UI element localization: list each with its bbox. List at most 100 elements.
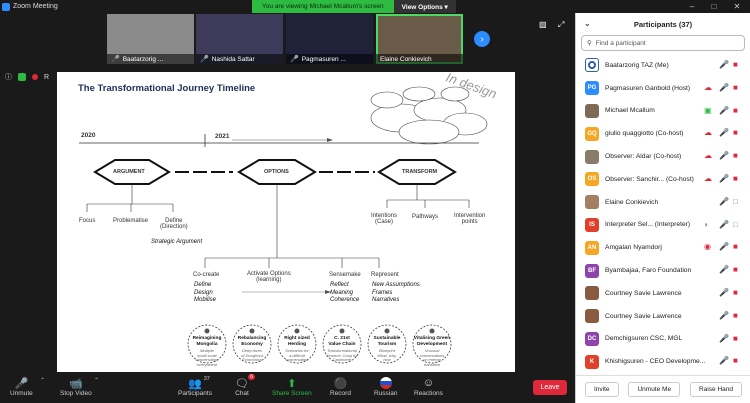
cycle-circle — [367, 324, 407, 364]
avatar — [585, 103, 599, 118]
share-screen-button[interactable]: ⬆ Share Screen — [272, 377, 312, 398]
maximize-icon[interactable]: □ — [711, 2, 717, 11]
slide-title: The Transformational Journey Timeline — [78, 83, 256, 94]
stop-video-button[interactable]: 📹 Stop Video — [60, 377, 92, 398]
cloud-record-icon: ☁ — [704, 128, 712, 138]
video-on-icon: □ — [733, 196, 738, 206]
language-button[interactable]: Russian — [374, 376, 397, 402]
unmute-button[interactable]: 🎤 Unmute — [10, 377, 33, 398]
next-page-button[interactable]: › — [474, 31, 490, 47]
cloud-record-icon: ☁ — [704, 151, 712, 161]
avatar — [585, 286, 599, 301]
video-options-caret-icon[interactable]: ⌃ — [94, 378, 100, 384]
participant-name: Amgalan Nyamdorj — [605, 244, 662, 252]
phase-argument: ARGUMENT — [113, 169, 145, 175]
view-options-button[interactable]: View Options ▾ — [393, 0, 456, 13]
option-title: Co-create — [193, 272, 220, 278]
russia-flag-icon — [379, 376, 392, 390]
video-tile[interactable]: 🎤Pagmasuren ... — [286, 14, 373, 64]
video-off-icon: ■ — [733, 242, 738, 252]
participants-icon: 👥37 — [188, 376, 210, 390]
video-off-icon: ■ — [733, 356, 738, 366]
mic-muted-icon: 🎤 — [719, 105, 729, 115]
participant-name: Pagmasuren Ganbold (Host) — [605, 84, 691, 92]
video-off-icon: ■ — [733, 151, 738, 161]
participant-row[interactable]: Elaine Conkievich🎤□ — [576, 191, 750, 214]
avatar: PG — [585, 81, 599, 96]
mic-on-icon: 🎤 — [719, 219, 729, 229]
cycle-circle — [277, 324, 317, 364]
cycle-icon — [204, 328, 210, 334]
cycle-description: Multiple small scale conversation everyw… — [195, 348, 219, 367]
leave-button[interactable]: Leave — [533, 380, 567, 395]
avatar: AN — [585, 240, 599, 255]
search-placeholder: Find a participant — [595, 39, 646, 47]
unmute-me-button[interactable]: Unmute Me — [628, 382, 681, 397]
cycle-icon — [249, 328, 255, 334]
timeline-diagram — [79, 86, 488, 364]
mic-muted-icon: 🎤 — [719, 242, 729, 252]
info-icon[interactable]: ⓘ — [5, 74, 12, 81]
mic-muted-icon: 🎤 — [719, 151, 729, 161]
participant-row[interactable]: Courtney Savie Lawrence🎤■ — [576, 282, 750, 305]
mic-muted-icon: 🎤 — [719, 265, 729, 275]
minimize-icon[interactable]: – — [689, 2, 695, 11]
option-notes: Reflect Meaning Coherence — [330, 282, 360, 303]
record-button[interactable]: ⚫ Record — [330, 377, 351, 398]
shared-slide: The Transformational Journey Timeline In… — [57, 72, 515, 372]
participants-button[interactable]: 👥37 Participants — [178, 376, 212, 397]
avatar: GQ — [585, 126, 599, 141]
participant-search-input[interactable]: ⚲ Find a participant — [581, 35, 745, 51]
participant-row[interactable]: Baatarzorig TAZ (Me)🎤■ — [576, 54, 750, 77]
participant-row[interactable]: Courtney Savie Lawrence🎤■ — [576, 305, 750, 328]
video-tile[interactable]: 🎤Baatarzorig ... — [107, 14, 194, 64]
participant-name: Interpreter Sel... (Interpreter) — [605, 221, 691, 229]
participant-name: giulio quaggiotto (Co-host) — [605, 130, 684, 138]
video-tile[interactable]: Elaine Conkievich — [376, 14, 463, 64]
raise-hand-button[interactable]: Raise Hand — [690, 382, 742, 397]
viewing-banner: You are viewing Michael Mcallum's screen… — [252, 0, 456, 13]
cycle-description: Unusual conversations on energy transiti… — [419, 348, 445, 367]
audio-options-caret-icon[interactable]: ⌃ — [40, 378, 46, 384]
fullscreen-icon[interactable]: ⤢ — [558, 20, 565, 29]
option-title: Represent — [371, 272, 399, 278]
cloud-cluster-icon — [370, 86, 488, 145]
cycle-title: Sustainable Tourism — [373, 336, 401, 347]
panel-title: Participants (37) — [633, 19, 693, 29]
participant-name: Courtney Savie Lawrence — [605, 312, 682, 320]
reactions-button[interactable]: ☺ Reactions — [414, 377, 443, 397]
participant-name: Khishigsuren - CEO Developme... — [605, 358, 706, 366]
video-off-icon: ■ — [733, 128, 738, 138]
participant-row[interactable]: Observer: Aldar (Co-host)☁🎤■ — [576, 145, 750, 168]
collapse-chevron-icon[interactable]: ⌄ — [584, 19, 591, 28]
share-screen-icon: ⬆ — [287, 377, 297, 390]
meeting-area: 🎤Baatarzorig ...🎤Nashida Sattar🎤Pagmasur… — [0, 13, 575, 373]
cycle-description: Blueprint What, why, how — [377, 348, 397, 362]
video-on-icon: □ — [733, 219, 738, 229]
security-shield-icon[interactable] — [18, 73, 26, 81]
russia-flag-icon: ◑ — [703, 219, 708, 229]
argument-focus: Focus — [79, 218, 96, 224]
avatar: DC — [585, 331, 599, 346]
video-tile[interactable]: 🎤Nashida Sattar — [196, 14, 283, 64]
argument-note: Strategic Argument — [151, 239, 203, 245]
speaker-view-icon[interactable]: ▨ — [539, 20, 547, 29]
participant-name: Baatarzorig TAZ (Me) — [605, 61, 669, 69]
cycle-circle — [232, 324, 272, 364]
close-icon[interactable]: ✕ — [733, 2, 741, 11]
participant-row[interactable]: Michael Mcallum▣🎤■ — [576, 100, 750, 123]
cycle-description: Deep dives of Doughnut Economics — [241, 348, 263, 362]
reactions-icon: ☺ — [422, 377, 435, 389]
mic-muted-icon: 🎤 — [290, 56, 299, 63]
invite-button[interactable]: Invite — [584, 382, 619, 397]
chat-button[interactable]: 🗨6 Chat — [235, 374, 255, 397]
viewing-screen-text: You are viewing Michael Mcallum's screen — [252, 0, 394, 13]
